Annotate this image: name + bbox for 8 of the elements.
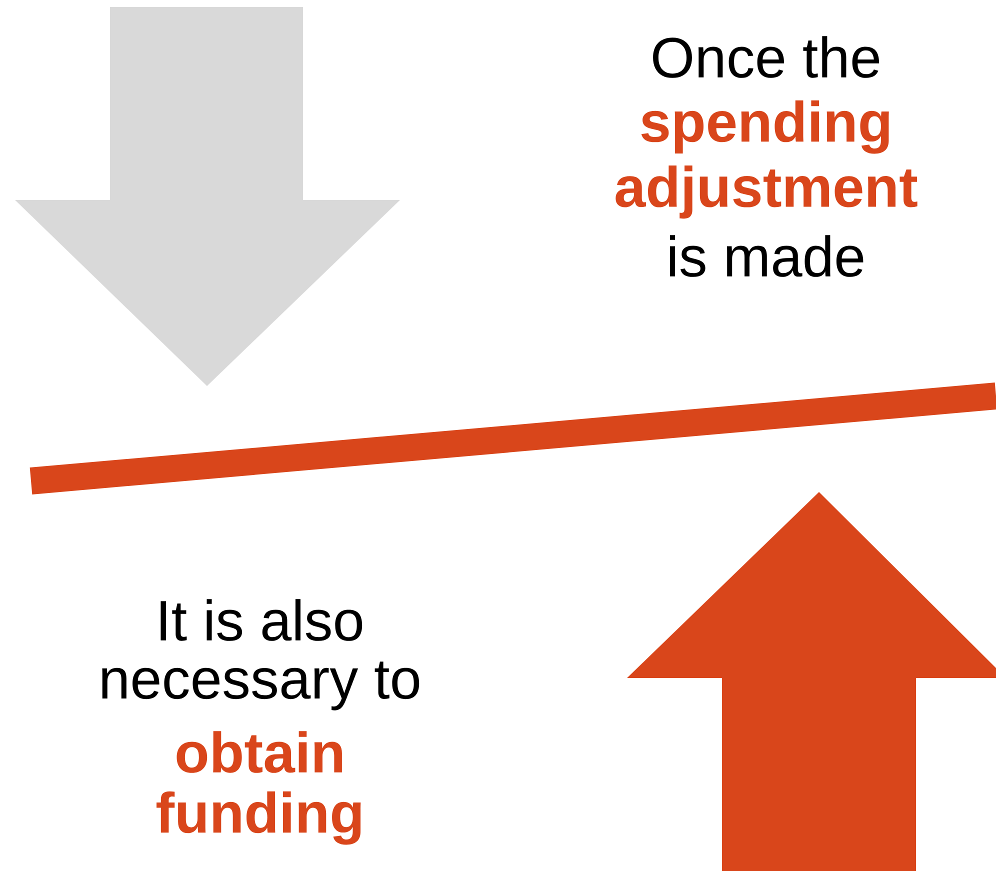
text-line: obtain — [176, 731, 342, 773]
text-line: funding — [156, 791, 361, 845]
text-line: spending — [641, 100, 889, 154]
text-line: Once the — [653, 36, 880, 78]
text-line: necessary to — [102, 662, 420, 710]
text-line: adjustment — [616, 165, 918, 219]
text-line: It is also — [160, 599, 362, 641]
text-line: is made — [670, 235, 864, 277]
